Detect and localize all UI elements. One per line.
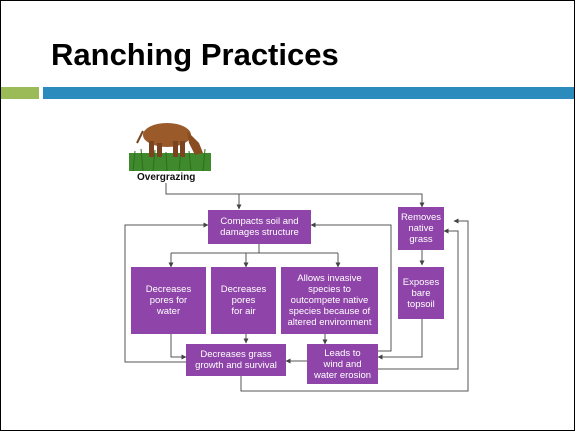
accent-bar-blue	[43, 87, 574, 99]
arrow-erosion-compacts	[310, 222, 392, 352]
branch-lines	[170, 244, 339, 265]
box-decreases-pores-air: Decreases pores for air	[211, 267, 276, 334]
arrow-erosion-removes	[378, 228, 459, 370]
box-invasive-species: Allows invasive species to outcompete na…	[281, 267, 378, 334]
arrow-grass-removes	[240, 218, 469, 392]
box-compacts-soil: Compacts soil and damages structure	[208, 210, 311, 244]
arrow-exposes-erosion	[377, 319, 423, 360]
box-exposes-topsoil: Exposes bare topsoil	[398, 267, 444, 319]
slide-title: Ranching Practices	[51, 37, 339, 72]
arrow-overgrazing-removes	[239, 193, 425, 208]
box-removes-native-grass: Removes native grass	[398, 207, 444, 250]
accent-bar-green	[1, 87, 39, 99]
box-decreases-grass: Decreases grass growth and survival	[186, 344, 286, 376]
arrow-overgrazing-compacts	[165, 183, 242, 210]
grazing-cow-icon	[129, 123, 211, 171]
overgrazing-label: Overgrazing	[137, 172, 196, 183]
title-area: Ranching Practices	[1, 1, 574, 87]
arrow-water-grass	[170, 334, 187, 360]
box-decreases-pores-water: Decreases pores for water	[131, 267, 206, 334]
arrow-grass-compacts	[124, 222, 209, 363]
accent-bar-gap	[39, 87, 43, 99]
box-erosion: Leads to wind and water erosion	[307, 344, 378, 384]
